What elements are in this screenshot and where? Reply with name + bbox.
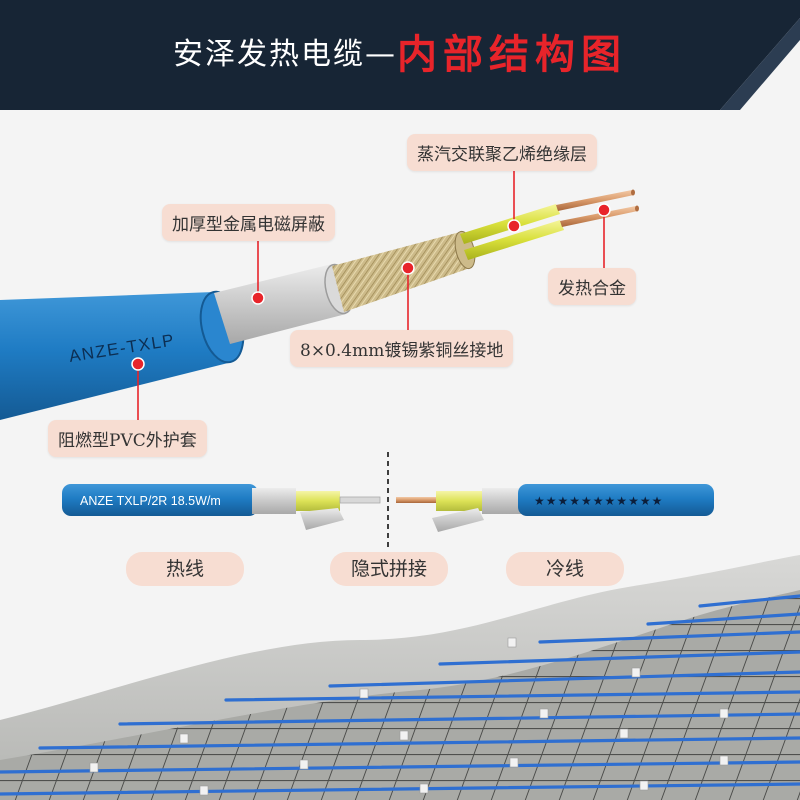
hot-cable-print: ANZE TXLP/2R 18.5W/m [80,494,221,508]
big-cable: ANZE-TXLP [0,189,639,420]
header-title: 安泽发热电缆—内部结构图 [0,22,800,80]
insulation-conductor-2 [464,220,564,260]
floor-scene [0,555,800,800]
label-cold-wire: 冷线 [506,552,624,586]
hot-cable-strand [300,508,344,530]
marker-jacket [131,357,145,371]
splice-diagram: ANZE TXLP/2R 18.5W/m ★★★★★★★★★★★ [62,452,714,548]
callout-lines [137,160,605,420]
label-hot-wire: 热线 [126,552,244,586]
cable-clips [89,637,729,796]
label-shield: 加厚型金属电磁屏蔽 [162,204,335,241]
header-background [0,0,800,110]
copper-wire-1 [556,190,634,211]
cold-cable-wire [396,497,436,503]
marker-ground [401,261,415,275]
mesh-grid [0,590,800,800]
cable-shield [214,264,346,344]
copper-wire-2 [560,206,638,227]
marker-insulation [507,219,521,233]
label-alloy: 发热合金 [548,268,636,305]
hot-cable-jacket [62,484,258,516]
label-ground: 8×0.4mm镀锡紫铜丝接地 [290,330,514,367]
cold-cable-jacket [518,484,714,516]
cold-cable-shield [482,488,522,514]
label-hidden-splice: 隐式拼接 [330,552,448,586]
callout-markers [131,203,611,371]
cable-braid [332,232,470,312]
marker-shield [251,291,265,305]
cable-jacket [0,292,232,420]
heating-cables [0,594,800,796]
cold-cable-insulation [436,491,482,511]
title-main: 安泽发热电缆— [173,37,397,72]
label-insulation: 蒸汽交联聚乙烯绝缘层 [407,134,597,171]
hot-cable-insulation [296,491,340,511]
header-banner: 安泽发热电缆—内部结构图 [0,0,800,110]
cold-cable-strand [432,508,484,532]
cold-cable-print: ★★★★★★★★★★★ [534,494,663,508]
label-jacket: 阻燃型PVC外护套 [48,420,207,457]
hot-cable-wire [339,496,381,504]
title-accent: 内部结构图 [397,32,627,78]
marker-alloy [597,203,611,217]
hot-cable-shield [252,488,296,514]
